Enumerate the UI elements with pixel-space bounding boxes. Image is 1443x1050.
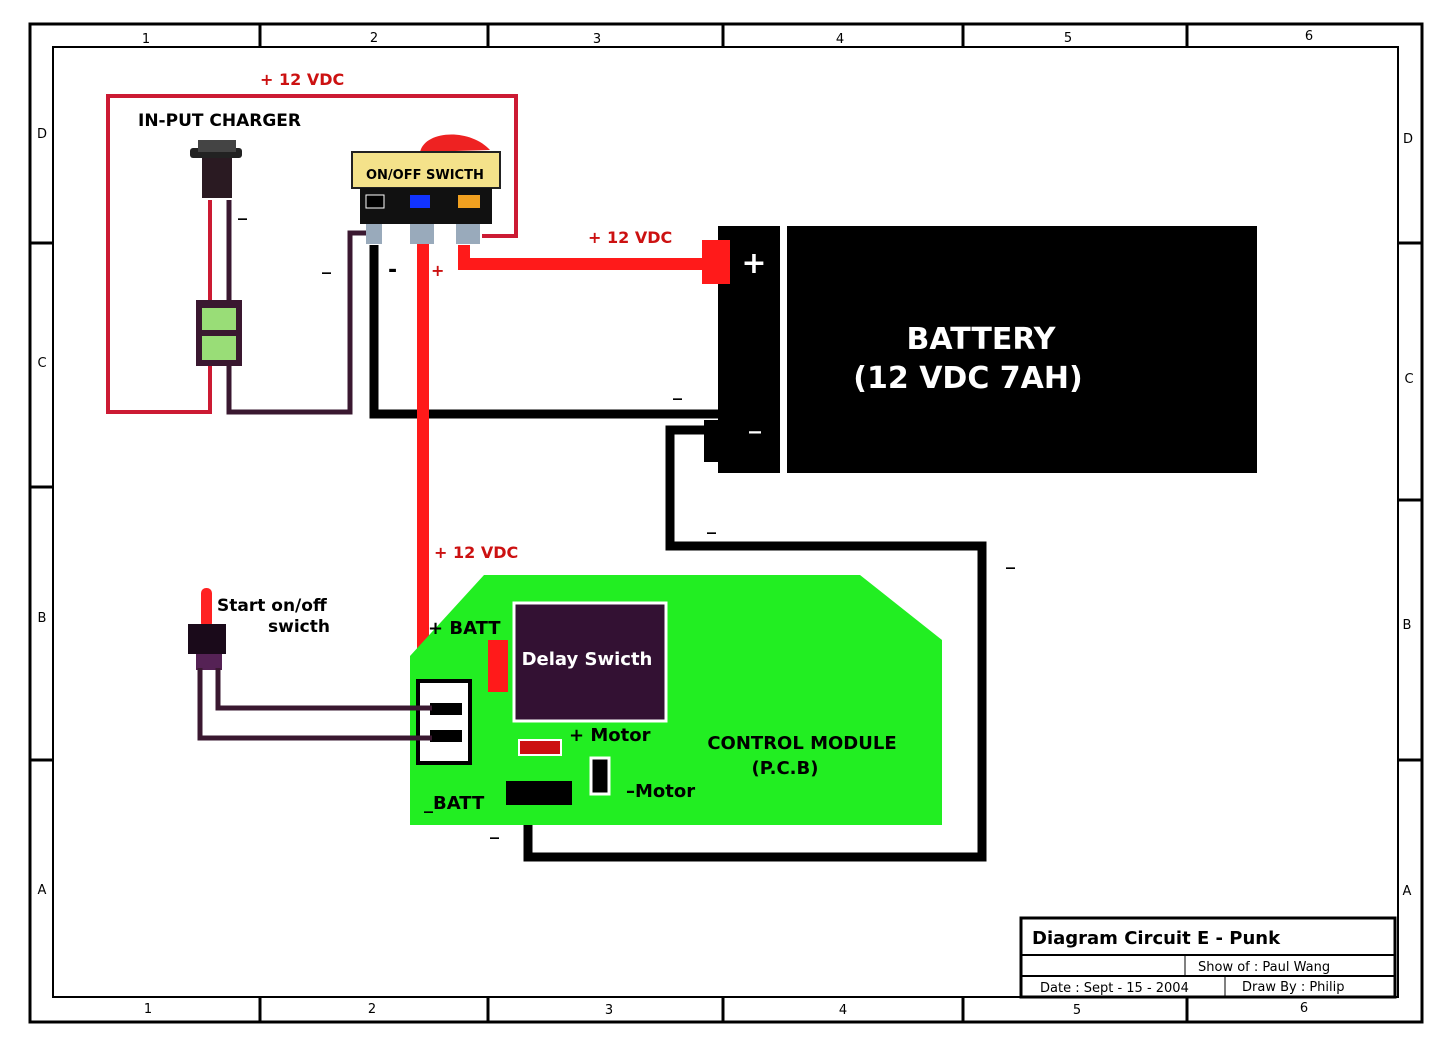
title-block-date: Date : Sept - 15 - 2004 [1040, 981, 1189, 996]
ruler-right-C: C [1404, 372, 1413, 387]
ruler-bottom-1: 1 [144, 1002, 152, 1017]
left-minus-label: _ [322, 254, 331, 275]
battery-spec: (12 VDC 7AH) [853, 361, 1082, 396]
switch-to-battery-negative-wire [369, 245, 720, 419]
on-off-switch [351, 134, 501, 244]
battery [702, 226, 1257, 473]
minus-batt-label: _BATT [424, 793, 485, 814]
plus-motor-label: + Motor [569, 725, 651, 746]
ruler-top-6: 6 [1305, 29, 1313, 44]
plus-batt-terminal [488, 640, 508, 692]
start-switch-label-2: swicth [268, 617, 330, 637]
ruler-bottom-5: 5 [1073, 1003, 1081, 1018]
battery-title: BATTERY [906, 322, 1056, 357]
ruler-right-D: D [1403, 132, 1413, 147]
switch-to-battery-positive-wire [458, 245, 720, 270]
ruler-bottom-6: 6 [1300, 1001, 1308, 1016]
control-module-pcb-label: (P.C.B) [752, 758, 819, 779]
delay-switch [512, 601, 668, 723]
battery-plus-label: + [741, 246, 766, 281]
battery-minus-label: _ [749, 406, 761, 434]
negative-wires [369, 245, 987, 862]
title-block-title: Diagram Circuit E - Punk [1032, 928, 1281, 949]
ruler-bottom-4: 4 [839, 1003, 847, 1018]
ruler-top-3: 3 [593, 32, 601, 47]
plus-batt-label: + BATT [428, 618, 501, 639]
minus-motor-terminal [589, 756, 611, 796]
ruler-left-D: D [37, 127, 47, 142]
wire-minus-label-2: _ [707, 514, 716, 535]
ruler-right-B: B [1403, 618, 1412, 633]
charger-negative-wire [226, 200, 374, 415]
minus-motor-label: –Motor [626, 781, 695, 802]
on-off-switch-label: ON/OFF SWICTH [366, 168, 484, 183]
ruler-top-2: 2 [370, 31, 378, 46]
battery-to-module-negative-wire [523, 425, 987, 862]
title-block-drawn-by: Draw By : Philip [1242, 980, 1345, 995]
start-switch-label-1: Start on/off [217, 596, 327, 616]
vdc-battery-label: + 12 VDC [588, 228, 672, 247]
input-charger-jack [190, 140, 242, 366]
charger-red-wire [106, 94, 518, 414]
ruler-left-B: B [38, 611, 47, 626]
title-block-show-of: Show of : Paul Wang [1198, 960, 1330, 975]
switch-minus-label: - [388, 258, 397, 283]
ruler-right-A: A [1403, 884, 1412, 899]
input-charger-label: IN-PUT CHARGER [138, 111, 301, 131]
ruler-top-4: 4 [836, 32, 844, 47]
drawing-frame: 1 2 3 4 5 6 1 2 3 4 5 6 D C B A D C B A [28, 22, 1424, 1024]
delay-switch-label: Delay Swicth [522, 649, 653, 670]
ruler-left-A: A [38, 883, 47, 898]
vdc-module-label: + 12 VDC [434, 543, 518, 562]
ruler-top-1: 1 [142, 32, 150, 47]
start-switch [188, 588, 432, 741]
plus-motor-terminal [518, 739, 562, 756]
ruler-left-C: C [37, 356, 46, 371]
control-module [410, 575, 942, 825]
bottom-minus-label: _ [490, 819, 499, 840]
start-switch-connector [416, 679, 472, 765]
ruler-bottom-2: 2 [368, 1002, 376, 1017]
wire-minus-label-1: _ [673, 380, 682, 401]
switch-plus-label: + [431, 261, 444, 280]
vdc-top-label: + 12 VDC [260, 70, 344, 89]
control-module-label: CONTROL MODULE [707, 733, 896, 754]
ruler-top-5: 5 [1064, 31, 1072, 46]
ruler-bottom-3: 3 [605, 1003, 613, 1018]
minus-batt-terminal [506, 781, 572, 805]
wire-minus-label-3: _ [1006, 549, 1015, 570]
charger-minus-label: _ [238, 200, 247, 221]
title-block: Diagram Circuit E - Punk Show of : Paul … [1019, 916, 1397, 999]
